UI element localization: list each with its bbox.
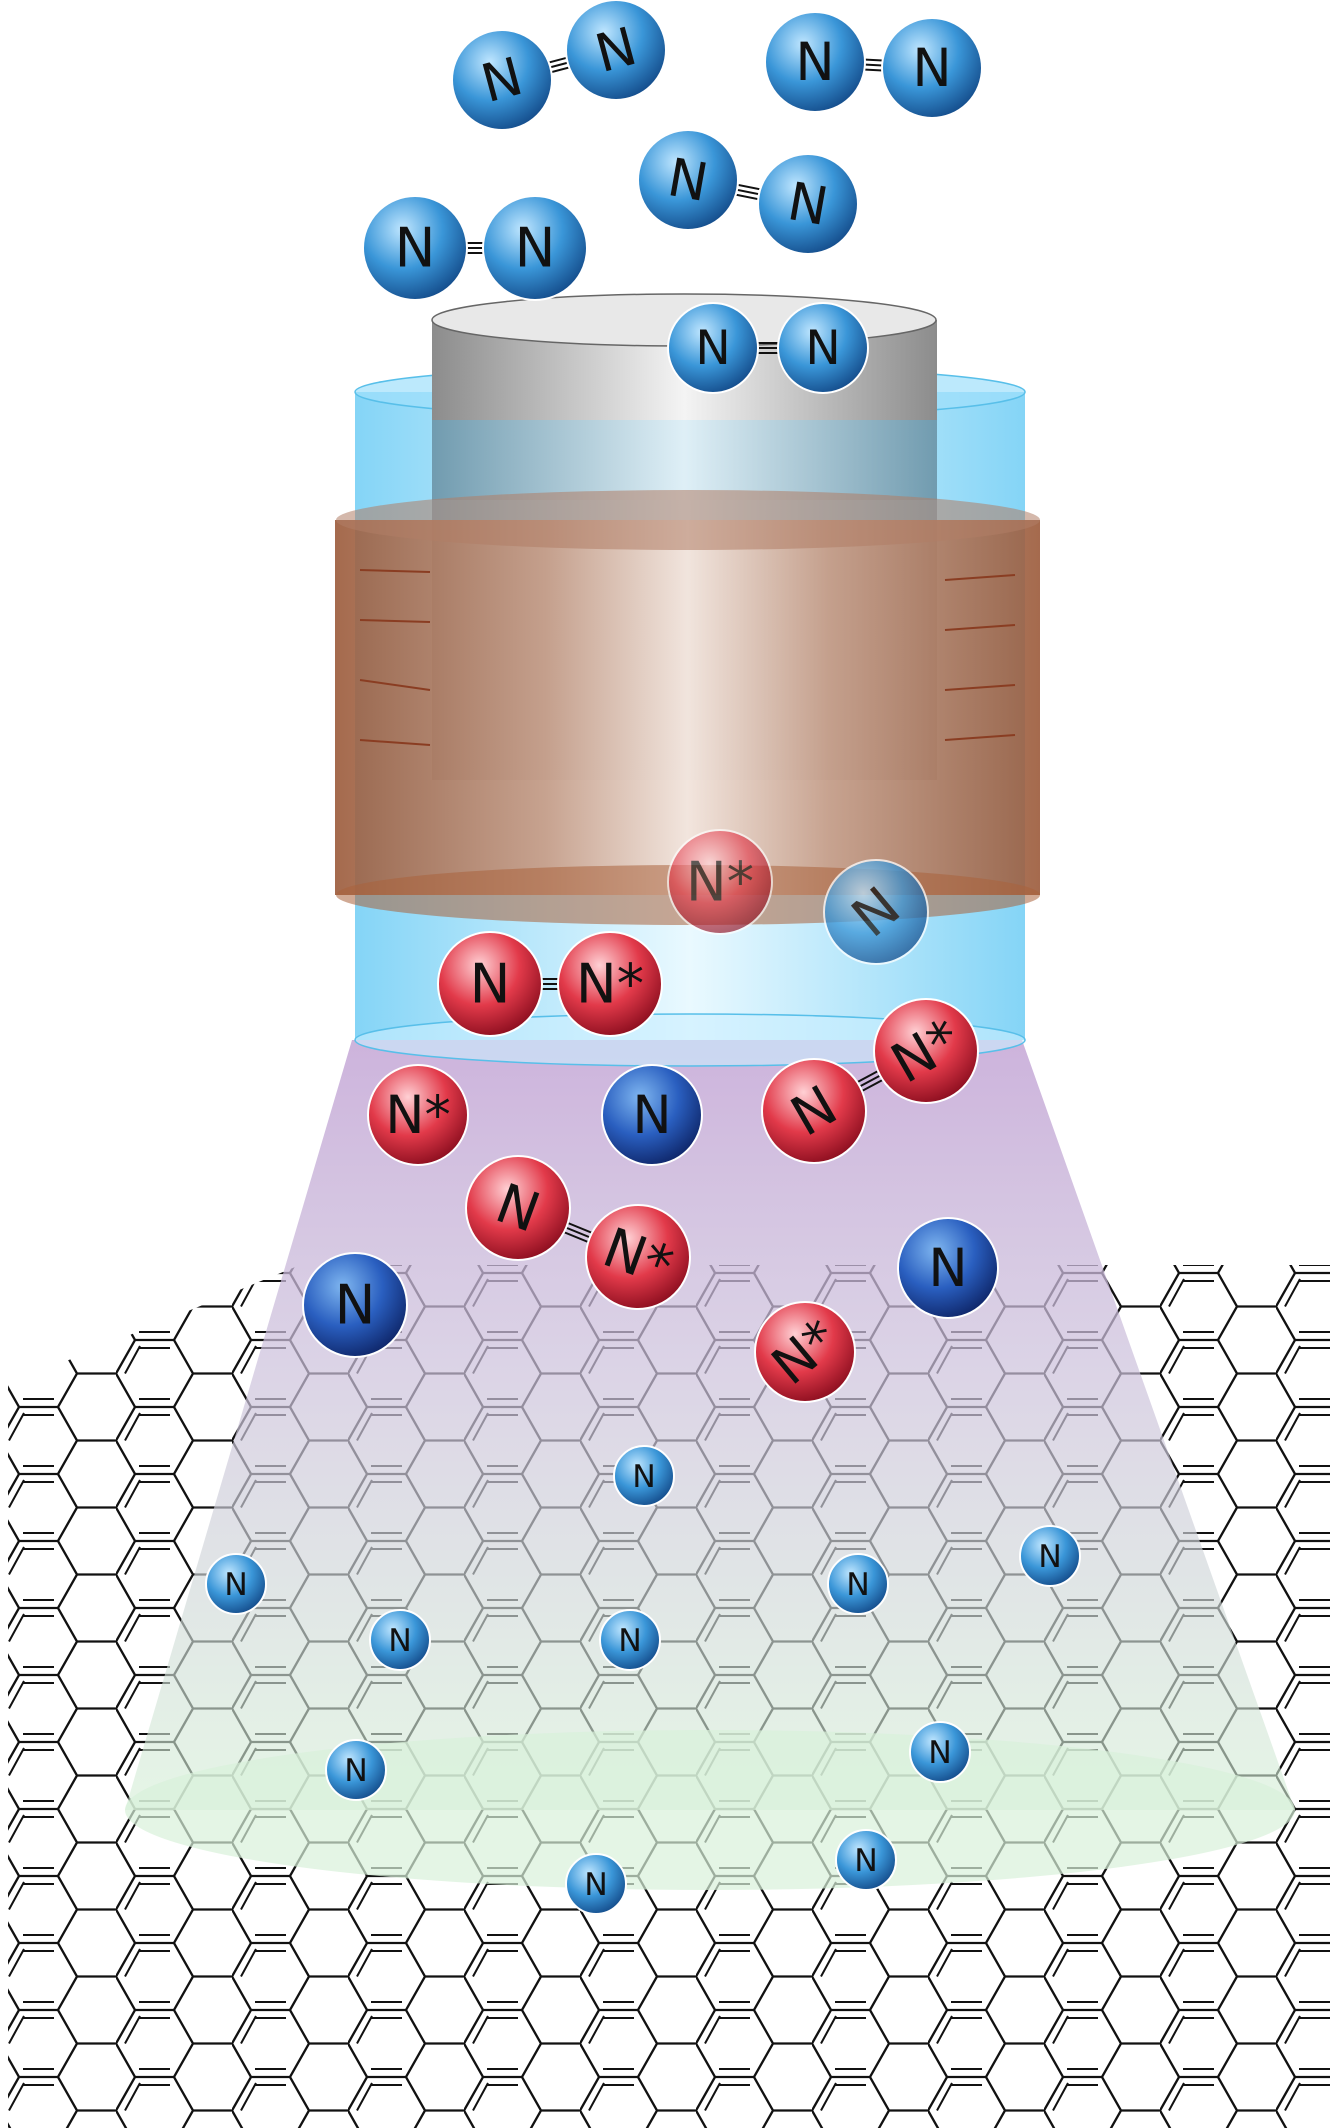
atom-label: N	[515, 216, 556, 280]
atom-label: N	[846, 1567, 870, 1603]
plasma-cone	[125, 1040, 1295, 1810]
atom-label: N	[695, 321, 730, 376]
atom-label: N	[632, 1085, 671, 1146]
doped-n-atom-5: N	[827, 1553, 889, 1615]
n-atom-plasma-1: N	[601, 1064, 703, 1166]
atom-label: N	[584, 1867, 608, 1903]
doped-n-atom-9: N	[565, 1853, 627, 1915]
doped-n-atom-6: N	[1019, 1525, 1081, 1587]
n2-molecule-5-partial-atom-b: N	[777, 302, 869, 394]
n-atom-plasma-3: N	[897, 1217, 999, 1319]
excited-n-atom-2: N*	[367, 1064, 469, 1166]
excited-n-atom-3: N*	[754, 1301, 856, 1403]
atom-label: N*	[385, 1085, 451, 1146]
n2-molecule-2-atom-b: N	[881, 17, 983, 119]
n2-molecule-1-atom-b: N	[565, 0, 667, 101]
excited-n2-plasma-2-atom-a: N	[465, 1155, 571, 1261]
n-atom-plasma-2: N	[302, 1252, 408, 1358]
atom-label: N	[795, 32, 834, 93]
doped-n-atom-4: N	[599, 1609, 661, 1671]
atom-label: N	[928, 1735, 952, 1771]
excited-n2-plasma-1-atom-a: N	[761, 1058, 867, 1164]
excited-n2-plasma-2-atom-b: N*	[585, 1204, 691, 1310]
n-atom-in-tube: N	[823, 859, 929, 965]
excited-n2-in-tube-atom-b: N*	[557, 931, 663, 1037]
doped-n-atom-3: N	[369, 1609, 431, 1671]
n2-molecule-2-atom-a: N	[764, 11, 866, 113]
doped-n-atom-2: N	[205, 1553, 267, 1615]
n2-molecule-3-atom-a: N	[637, 129, 739, 231]
n2-molecule-5-partial-atom-a: N	[667, 302, 759, 394]
excited-n-atom-1: N*	[667, 829, 773, 935]
atom-label: N	[854, 1843, 878, 1879]
n2-molecule-4-atom-b: N	[482, 195, 588, 301]
n2-molecule-4-atom-a: N	[362, 195, 468, 301]
excited-n2-plasma-1-atom-b: N*	[873, 998, 979, 1104]
atom-label: N	[805, 321, 840, 376]
doped-n-atom-7: N	[325, 1739, 387, 1801]
atom-label: N	[912, 38, 951, 99]
doped-n-atom-8: N	[909, 1721, 971, 1783]
atom-label: N	[1038, 1539, 1062, 1575]
plasma-cone-base	[125, 1730, 1295, 1890]
doped-n-atom-1: N	[613, 1445, 675, 1507]
doped-n-atom-10: N	[835, 1829, 897, 1891]
n2-molecule-1-atom-a: N	[451, 29, 553, 131]
atom-label: N	[224, 1567, 248, 1603]
atom-label: N	[344, 1753, 368, 1789]
n2-molecule-3-atom-b: N	[757, 153, 859, 255]
atom-label: N	[395, 216, 436, 280]
atom-label: N	[388, 1623, 412, 1659]
excited-n2-in-tube-atom-a: N	[437, 931, 543, 1037]
atom-label: N*	[576, 952, 644, 1016]
atom-label: N	[632, 1459, 656, 1495]
atom-label: N	[928, 1238, 967, 1299]
atom-label: N*	[686, 850, 754, 914]
atom-label: N	[470, 952, 511, 1016]
atom-label: N	[618, 1623, 642, 1659]
atom-label: N	[335, 1273, 376, 1337]
